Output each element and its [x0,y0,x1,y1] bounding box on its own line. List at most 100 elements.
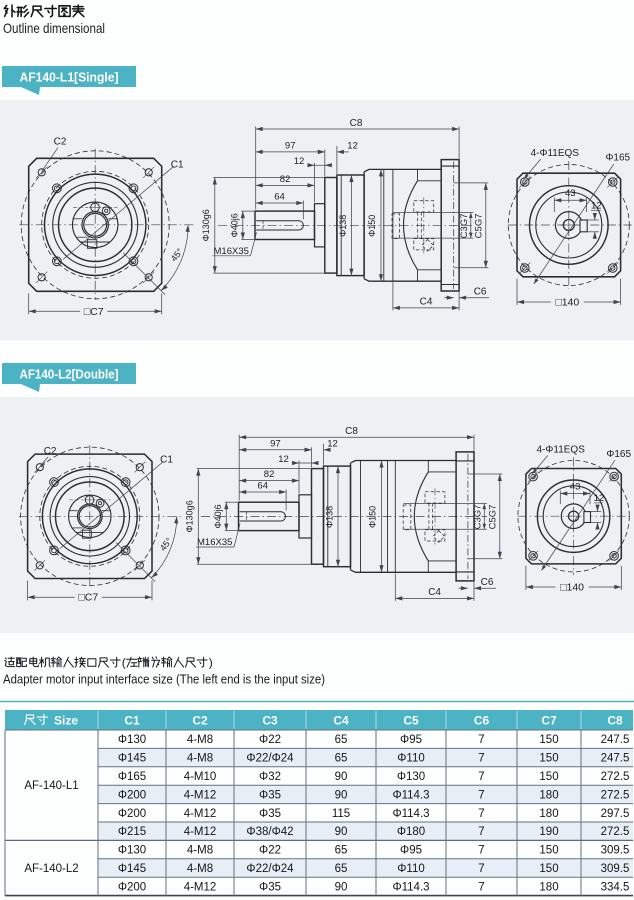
svg-text:247.5: 247.5 [601,753,630,765]
svg-text:Φ130: Φ130 [118,734,146,746]
svg-text:7: 7 [478,771,484,783]
svg-text:Φ165: Φ165 [605,153,630,164]
svg-text:Φ22: Φ22 [259,845,281,857]
svg-text:180: 180 [539,881,558,893]
svg-text:4-M12: 4-M12 [184,789,217,801]
svg-text:190: 190 [539,826,558,838]
svg-text:4-Φ11EQS: 4-Φ11EQS [537,445,586,456]
svg-text:64: 64 [257,481,268,492]
svg-text:7: 7 [478,734,484,746]
svg-text:Φ180: Φ180 [397,826,425,838]
svg-text:Φ22: Φ22 [259,734,281,746]
svg-text:90: 90 [335,789,348,801]
svg-text:272.5: 272.5 [601,789,630,801]
svg-text:64: 64 [274,192,285,203]
svg-text:C4: C4 [333,714,349,728]
svg-text:334.5: 334.5 [601,881,630,893]
svg-text:7: 7 [478,863,484,875]
svg-text:Φ32: Φ32 [259,771,281,783]
svg-text:): ) [209,655,213,669]
svg-text:Φ110: Φ110 [397,753,425,765]
svg-text:7: 7 [478,845,484,857]
svg-text:Φ22/Φ24: Φ22/Φ24 [246,863,294,875]
svg-text:M16X35: M16X35 [214,246,249,257]
svg-text:150: 150 [539,771,558,783]
svg-text:C3G7: C3G7 [459,213,470,238]
svg-text:C2: C2 [54,137,67,148]
svg-text:Φ114.3: Φ114.3 [392,881,429,893]
svg-text:C2: C2 [44,446,57,457]
svg-text:C8: C8 [607,714,623,728]
svg-text:7: 7 [478,753,484,765]
svg-text:90: 90 [335,881,348,893]
svg-text:□C7: □C7 [84,306,104,318]
svg-text:Outline dimensional: Outline dimensional [3,20,105,36]
svg-text:Φ150: Φ150 [367,215,377,237]
svg-text:12: 12 [278,454,289,465]
svg-text:C7: C7 [541,714,557,728]
svg-text:Φ145: Φ145 [118,753,146,765]
svg-text:150: 150 [539,734,558,746]
svg-text:Adapter motor input interface: Adapter motor input interface size (The … [3,673,325,687]
svg-text:180: 180 [539,808,558,820]
svg-text:Φ200: Φ200 [118,881,146,893]
svg-text:Φ130: Φ130 [118,845,146,857]
svg-text:Φ35: Φ35 [259,808,281,820]
svg-text:C5G7: C5G7 [488,505,499,530]
svg-text:C3: C3 [262,714,278,728]
svg-text:C1: C1 [171,159,184,170]
svg-text:65: 65 [335,845,348,857]
svg-text:Φ165: Φ165 [606,449,631,460]
svg-text:180: 180 [539,789,558,801]
svg-text:7: 7 [478,808,484,820]
svg-text:4-M12: 4-M12 [184,826,217,838]
svg-text:297.5: 297.5 [601,808,630,820]
svg-text:Φ22/Φ24: Φ22/Φ24 [246,753,294,765]
svg-text:65: 65 [335,753,348,765]
svg-text:C1: C1 [160,455,173,466]
svg-text:43: 43 [565,188,576,199]
svg-text:Φ215: Φ215 [118,826,146,838]
svg-text:C4: C4 [420,296,433,307]
svg-text:Φ40j6: Φ40j6 [229,213,239,237]
svg-text:AF-140-L2: AF-140-L2 [24,863,78,875]
svg-text:AF140-L1[Single]: AF140-L1[Single] [20,69,119,84]
svg-text:12: 12 [327,438,338,449]
svg-text:4-M10: 4-M10 [184,771,217,783]
svg-text:12: 12 [591,201,602,212]
svg-text:7: 7 [478,881,484,893]
svg-text:4-M8: 4-M8 [187,734,213,746]
svg-text:150: 150 [539,845,558,857]
svg-text:150: 150 [539,863,558,875]
svg-text:Size: Size [54,714,78,728]
svg-text:43: 43 [570,481,581,492]
svg-text:Φ138: Φ138 [325,506,335,528]
svg-text:7: 7 [478,826,484,838]
svg-text:□140: □140 [560,582,584,594]
svg-text:C6: C6 [474,287,487,298]
svg-text:Φ200: Φ200 [118,789,146,801]
svg-text:C2: C2 [192,714,208,728]
svg-text:AF140-L2[Double]: AF140-L2[Double] [20,366,119,381]
svg-text:Φ40j6: Φ40j6 [213,504,223,528]
svg-text:4-M8: 4-M8 [187,753,213,765]
svg-text:□C7: □C7 [78,592,98,604]
svg-text:C5G7: C5G7 [474,213,485,238]
svg-text:309.5: 309.5 [601,845,630,857]
svg-text:12: 12 [294,156,305,167]
svg-text:Φ130g6: Φ130g6 [184,500,194,532]
svg-text:C6: C6 [474,714,490,728]
svg-text:82: 82 [280,174,291,185]
svg-text:C3G7: C3G7 [472,505,483,530]
svg-text:4-M8: 4-M8 [187,845,213,857]
svg-text:Φ130: Φ130 [397,771,425,783]
svg-text:65: 65 [335,863,348,875]
svg-text:309.5: 309.5 [601,863,630,875]
svg-text:Φ114.3: Φ114.3 [392,808,429,820]
svg-text:C8: C8 [350,118,363,129]
svg-text:4-Φ11EQS: 4-Φ11EQS [531,148,580,159]
svg-text:90: 90 [335,826,348,838]
svg-text:Φ130g6: Φ130g6 [201,209,211,241]
svg-text:AF-140-L1: AF-140-L1 [24,780,78,792]
svg-text:65: 65 [335,734,348,746]
